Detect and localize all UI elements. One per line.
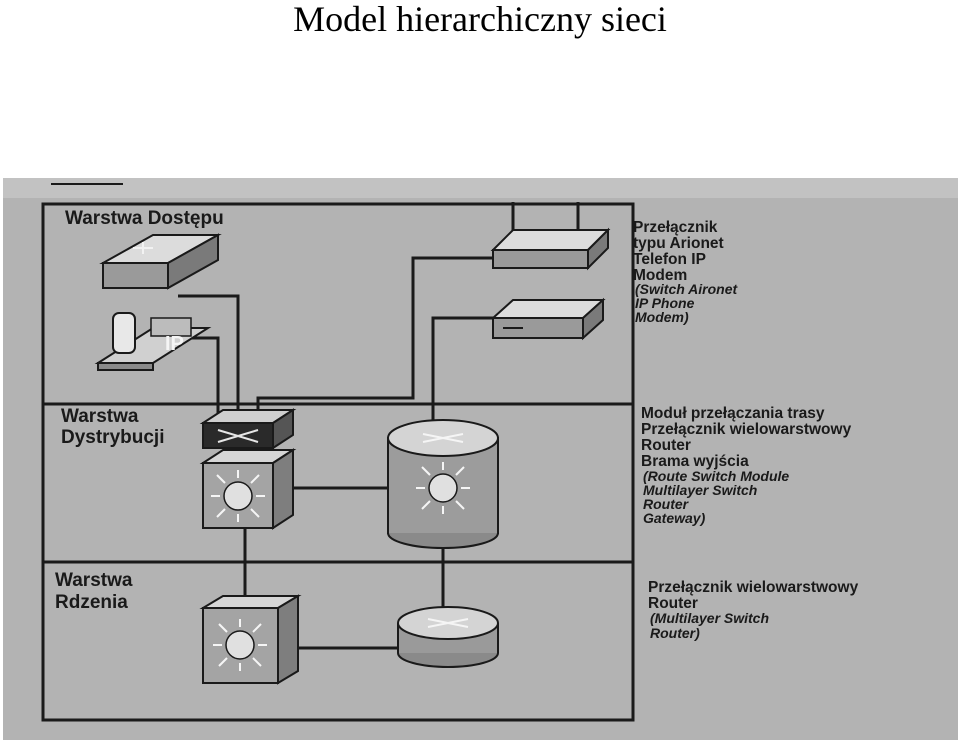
dist-label-5: (Route Switch Module	[643, 468, 789, 484]
access-label-7: Modem)	[635, 309, 689, 325]
arionet-switch-icon	[490, 202, 611, 271]
ip-phone-icon: IP	[94, 312, 212, 371]
link-dist-to-arionet	[256, 256, 503, 418]
layer-label-core-2: Rdzenia	[55, 592, 128, 613]
diagram-frame	[41, 202, 635, 722]
access-label-6: IP Phone	[635, 295, 695, 311]
access-label-4: Modem	[633, 267, 687, 284]
distribution-router-icon	[387, 419, 499, 549]
access-switch-icon	[99, 233, 222, 290]
link-switch-to-dist	[178, 294, 240, 418]
dist-label-1: Moduł przełączania trasy	[641, 405, 825, 422]
core-multilayer-switch-icon	[199, 594, 302, 685]
access-label-5: (Switch Aironet	[635, 281, 738, 297]
ip-phone-label: IP	[165, 333, 184, 355]
dist-label-7: Router	[643, 496, 690, 512]
layer-label-distribution-1: Warstwa	[61, 406, 139, 427]
modem-icon	[490, 297, 606, 341]
core-label-3: (Multilayer Switch	[650, 610, 769, 626]
distribution-device-labels: Moduł przełączania trasy Przełącznik wie…	[641, 405, 852, 526]
layer-label-core-1: Warstwa	[55, 570, 133, 591]
core-label-1: Przełącznik wielowarstwowy	[648, 579, 859, 596]
layer-label-access: Warstwa Dostępu	[65, 208, 224, 229]
core-label-2: Router	[648, 595, 698, 612]
layer-label-distribution-2: Dystrybucji	[61, 427, 164, 448]
dist-label-4: Brama wyjścia	[641, 453, 749, 470]
access-label-1: Przełącznik	[633, 219, 718, 236]
dist-label-2: Przełącznik wielowarstwowy	[641, 421, 852, 438]
diagram-photo: Warstwa Dostępu Warstwa Dystrybucji Wars…	[3, 178, 958, 740]
distribution-multilayer-switch-icon	[199, 448, 297, 530]
network-diagram: Warstwa Dostępu Warstwa Dystrybucji Wars…	[3, 178, 958, 740]
core-device-labels: Przełącznik wielowarstwowy Router (Multi…	[648, 579, 859, 641]
core-label-4: Router)	[650, 625, 700, 641]
link-router-to-modem	[431, 316, 493, 423]
dist-label-8: Gateway)	[643, 510, 706, 526]
core-router-icon	[397, 606, 499, 668]
access-label-2: typu Arionet	[633, 235, 724, 252]
route-switch-module-icon	[199, 408, 297, 450]
access-label-3: Telefon IP	[633, 251, 706, 268]
access-device-labels: Przełącznik typu Arionet Telefon IP Mode…	[633, 219, 738, 325]
dist-label-6: Multilayer Switch	[643, 482, 757, 498]
dist-label-3: Router	[641, 437, 691, 454]
page-title: Model hierarchiczny sieci	[293, 0, 667, 39]
